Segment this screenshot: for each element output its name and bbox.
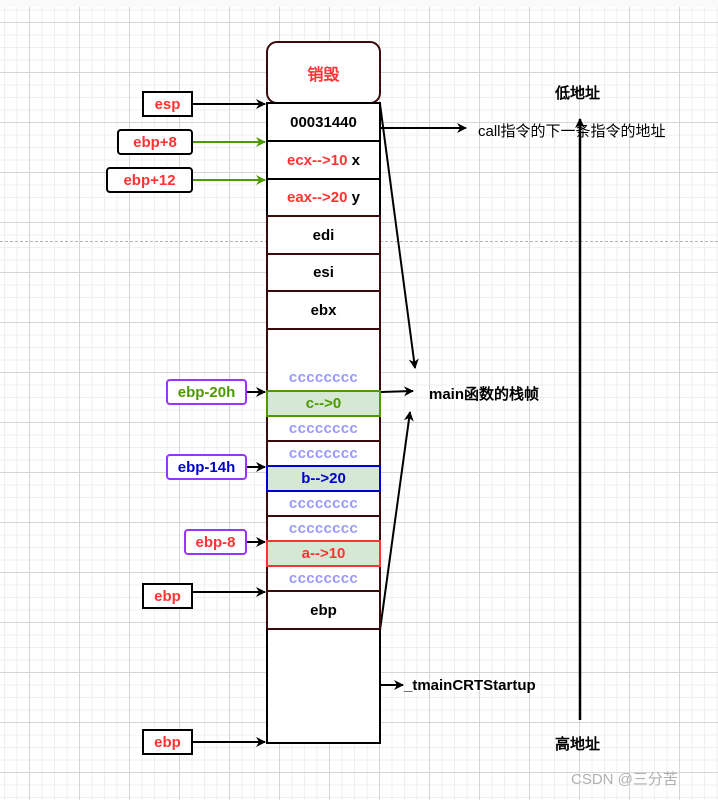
low-address-label: 低地址	[555, 85, 601, 102]
stack-cell-return-address: 00031440	[266, 102, 381, 142]
stack-cell-var-a: a-->10	[266, 540, 381, 567]
saved-ebp-label: ebp	[310, 601, 337, 619]
fill-pattern: cccccccc	[288, 520, 359, 537]
stack-cell-caller-frame	[266, 628, 381, 744]
ebx-label: ebx	[310, 301, 337, 319]
ebp-plus-8-label: ebp+8	[133, 133, 177, 151]
stack-cell-fill: cccccccc	[266, 490, 381, 517]
var-b-label: b-->20	[301, 470, 346, 487]
stack-cell-esi: esi	[266, 253, 381, 292]
esi-label: esi	[313, 264, 334, 281]
watermark: CSDN @三分苦	[571, 771, 678, 788]
pointer-tag-ebp-caller: ebp	[142, 729, 193, 755]
ebp-minus-14h-label: ebp-14h	[177, 458, 236, 476]
pointer-tag-esp: esp	[142, 91, 193, 117]
pointer-tag-ebp-current: ebp	[142, 583, 193, 609]
pointer-tag-ebp-minus-14h: ebp-14h	[166, 454, 247, 480]
stack-cell-saved-ebp: ebp	[266, 590, 381, 630]
param-x-name: x	[351, 151, 360, 169]
ebp-plus-12-label: ebp+12	[123, 171, 176, 189]
high-address-label: 高地址	[555, 736, 601, 753]
main-frame-label: main函数的栈帧	[429, 386, 540, 403]
stack-cell-fill: cccccccc	[266, 515, 381, 542]
pointer-tag-ebp-minus-20h: ebp-20h	[166, 379, 247, 405]
stack-cell-fill: cccccccc	[266, 565, 381, 592]
crt-startup-label: _tmainCRTStartup	[404, 677, 536, 694]
pointer-tag-ebp-minus-8: ebp-8	[184, 529, 247, 555]
pointer-tag-ebp-plus-12: ebp+12	[106, 167, 193, 193]
var-a-label: a-->10	[301, 545, 346, 562]
fill-pattern: cccccccc	[288, 570, 359, 587]
stack-cell-fill: cccccccc	[266, 440, 381, 467]
stack-cell-param-y: eax-->20 y	[266, 178, 381, 217]
param-y-name: y	[351, 189, 360, 206]
call-next-instruction-label: call指令的下一条指令的地址	[478, 123, 666, 140]
ebp-minus-8-label: ebp-8	[195, 533, 236, 551]
param-x-value: ecx-->10	[287, 151, 348, 169]
frame-bottom-bracket-arrow	[379, 411, 414, 631]
ebp-minus-20h-label: ebp-20h	[177, 383, 236, 401]
edi-label: edi	[312, 226, 335, 244]
stack-cell-edi: edi	[266, 215, 381, 255]
ebp-current-label: ebp	[154, 587, 181, 605]
stack-cell-fill-block: cccccccc	[266, 328, 381, 392]
stack-cell-var-c: c-->0	[266, 390, 381, 417]
stack-cell-ebx: ebx	[266, 290, 381, 330]
stack-cell-param-x: ecx-->10 x	[266, 140, 381, 180]
frame-mid-arrow	[379, 386, 414, 397]
esp-label: esp	[154, 95, 181, 113]
param-y-value: eax-->20	[287, 189, 348, 206]
destroyed-region-block: 销毁	[266, 41, 381, 104]
pointer-tag-ebp-plus-8: ebp+8	[117, 129, 193, 155]
ebp-caller-label: ebp	[154, 733, 181, 751]
destroyed-label: 销毁	[307, 66, 340, 84]
var-c-label: c-->0	[305, 395, 342, 412]
return-address-value: 00031440	[290, 113, 357, 131]
stack-cell-var-b: b-->20	[266, 465, 381, 492]
fill-pattern: cccccccc	[288, 369, 359, 386]
stack-cell-fill: cccccccc	[266, 415, 381, 442]
canvas-top-strip	[0, 0, 718, 7]
fill-pattern: cccccccc	[288, 495, 359, 512]
frame-top-bracket-arrow	[379, 103, 419, 369]
fill-pattern: cccccccc	[288, 420, 359, 437]
fill-pattern: cccccccc	[288, 445, 359, 462]
